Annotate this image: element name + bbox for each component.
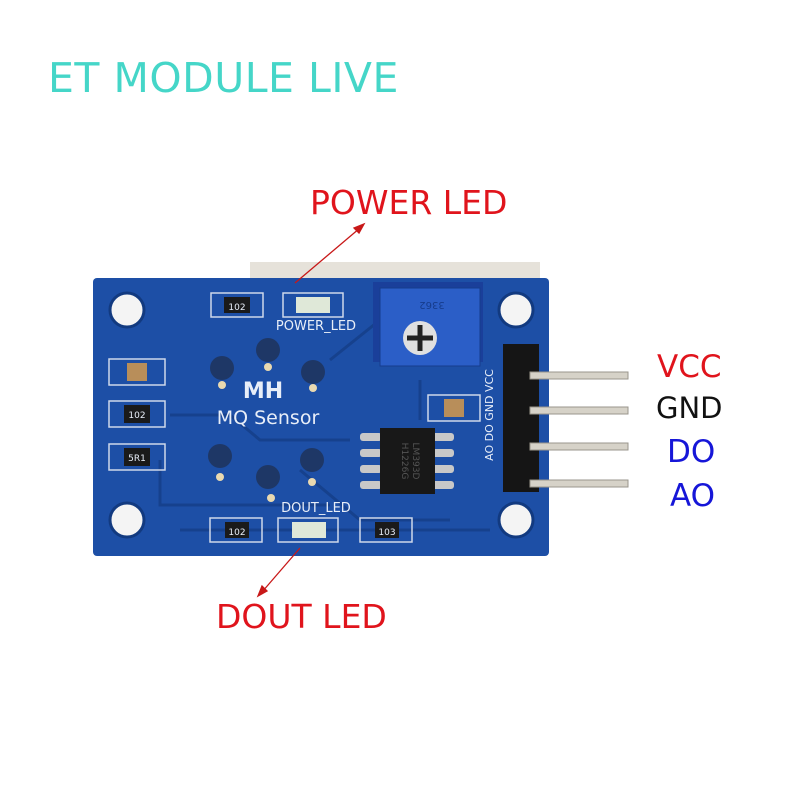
resistor-code: 102: [228, 303, 245, 313]
page-title: ET MODULE LIVE: [48, 54, 399, 102]
silk-dout-led: DOUT_LED: [281, 501, 351, 516]
chip-marking: LM393D: [410, 443, 420, 480]
sensor-leads: [208, 338, 325, 502]
pin-header[interactable]: [503, 344, 629, 492]
chip-marking: H1226G: [399, 443, 409, 480]
resistor-code: 102: [128, 411, 145, 421]
board-name: MQ Sensor: [217, 407, 320, 429]
pot-marking: 3362: [419, 299, 444, 310]
potentiometer[interactable]: [373, 282, 483, 367]
smd-components: [108, 292, 481, 543]
board-brand: MH: [243, 379, 283, 404]
pin-label-vcc: VCC: [657, 349, 722, 385]
sensor-housing: [250, 262, 540, 282]
dout-led-arrow: [261, 547, 301, 593]
silk-pin-labels: AO DO GND VCC: [483, 369, 496, 461]
pin-label-gnd: GND: [656, 391, 723, 425]
resistor-code: 102: [228, 528, 245, 538]
callout-arrows: [256, 222, 366, 598]
resistor-code: 5R1: [128, 454, 146, 464]
dout-led-callout: DOUT LED: [216, 597, 387, 636]
pin-label-ao: AO: [670, 478, 716, 514]
silk-power-led: POWER_LED: [276, 319, 356, 334]
power-led-callout: POWER LED: [310, 183, 508, 222]
power-led-arrow: [294, 227, 361, 284]
pin-label-do: DO: [667, 434, 716, 470]
comparator-chip: [360, 428, 454, 494]
mounting-holes: [108, 291, 535, 539]
resistor-code: 103: [378, 528, 395, 538]
